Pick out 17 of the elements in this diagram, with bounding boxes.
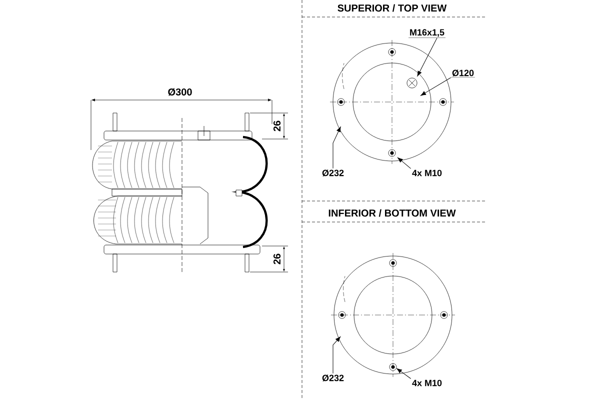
- leader-line: [420, 77, 452, 96]
- leader-line: [398, 157, 412, 169]
- leader-line: [396, 368, 412, 379]
- header: INFERIOR / BOTTOM VIEW: [328, 209, 456, 217]
- leader-line: [332, 336, 341, 374]
- dimension-label: Ø232: [322, 374, 344, 382]
- dimension-label: 4x M10: [412, 380, 442, 386]
- dimension-label: 26: [273, 254, 281, 264]
- dimension-label: 4x M10: [412, 170, 442, 176]
- dimension-label: 26: [273, 120, 281, 132]
- dimension-label: Ø300: [168, 88, 192, 96]
- dimension-label: Ø120: [451, 70, 475, 78]
- dimension-label: Ø232: [322, 170, 344, 176]
- leader-line: [332, 126, 341, 169]
- dimension-label: M16x1,5: [408, 29, 446, 38]
- leader-line: [417, 38, 438, 76]
- header: SUPERIOR / TOP VIEW: [338, 4, 447, 12]
